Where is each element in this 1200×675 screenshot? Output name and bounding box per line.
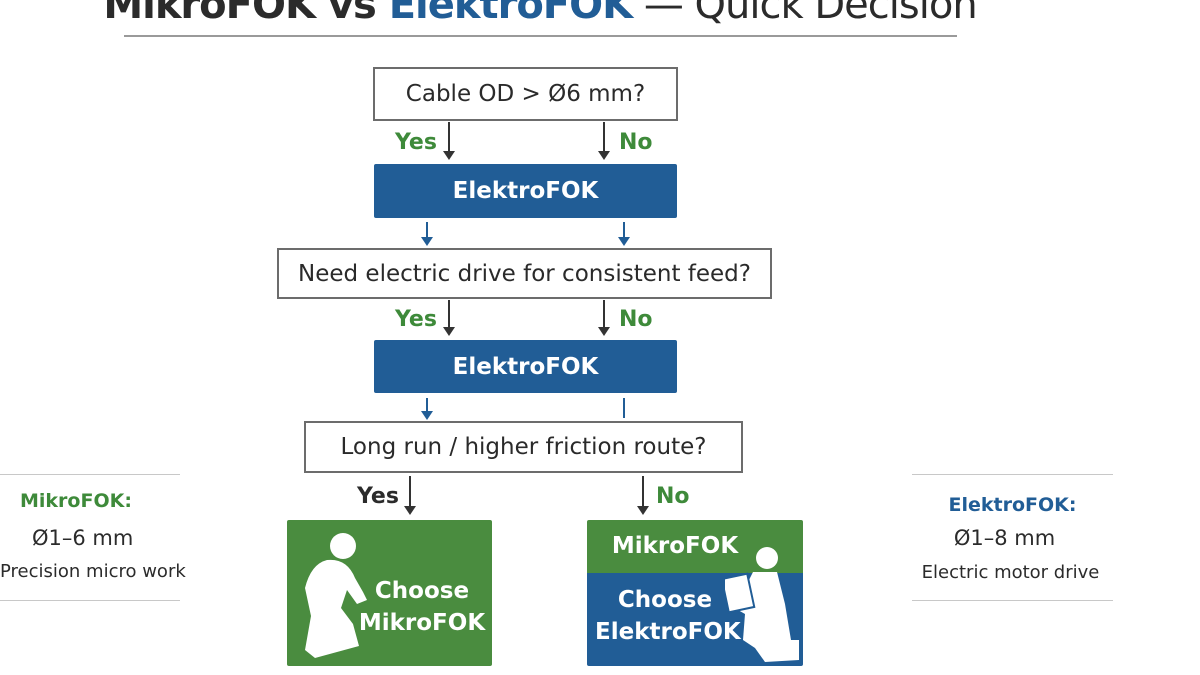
outcome-line2: ElektroFOK xyxy=(595,619,741,645)
arrow-down-icon xyxy=(421,222,433,246)
arrow-down-icon xyxy=(443,300,455,336)
kneeling-worker-icon xyxy=(305,533,367,658)
no-label: No xyxy=(619,307,653,332)
worker-with-device-icon xyxy=(725,547,799,662)
title-mikrofok: MikroFOK vs xyxy=(103,0,389,28)
elektrofok-summary-name: ElektroFOK: xyxy=(948,494,1077,516)
title-divider xyxy=(124,35,957,37)
mikrofok-summary-desc: Precision micro work xyxy=(0,561,186,582)
title-suffix: — Quick Decision xyxy=(632,0,978,28)
question-long-run: Long run / higher friction route? xyxy=(304,421,743,473)
title-elektrofok: ElektroFOK xyxy=(388,0,633,28)
question-electric-drive: Need electric drive for consistent feed? xyxy=(277,248,772,299)
result-elektrofok: ElektroFOK xyxy=(374,164,677,218)
elektrofok-summary-desc: Electric motor drive xyxy=(921,562,1100,583)
divider xyxy=(912,474,1113,475)
arrow-down-icon xyxy=(421,398,433,420)
result-elektrofok-2: ElektroFOK xyxy=(374,340,677,393)
arrow-down-icon xyxy=(598,300,610,336)
outcome-line1: Choose xyxy=(374,578,470,604)
outcome-line1: Choose xyxy=(617,587,713,613)
no-label: No xyxy=(619,130,653,155)
connector-line xyxy=(623,398,625,418)
divider xyxy=(912,600,1113,601)
mikrofok-summary-range: Ø1–6 mm xyxy=(32,526,134,550)
arrow-down-icon xyxy=(637,476,649,515)
arrow-down-icon xyxy=(443,122,455,160)
divider xyxy=(0,600,180,601)
elektrofok-summary-range: Ø1–8 mm xyxy=(953,526,1056,550)
arrow-down-icon xyxy=(404,476,416,515)
outcome-line2: MikroFOK xyxy=(358,610,486,636)
no-label: No xyxy=(656,484,690,509)
arrow-down-icon xyxy=(598,122,610,160)
arrow-down-icon xyxy=(618,222,630,246)
yes-label: Yes xyxy=(395,130,437,155)
outcome-top-label: MikroFOK xyxy=(611,533,739,559)
page-title: MikroFOK vs ElektroFOK — Quick Decision xyxy=(0,0,1080,28)
yes-label: Yes xyxy=(395,307,437,332)
mikrofok-summary-name: MikroFOK: xyxy=(20,490,132,512)
divider xyxy=(0,474,180,475)
yes-label: Yes xyxy=(357,484,399,509)
question-cable-od: Cable OD > Ø6 mm? xyxy=(373,67,678,121)
